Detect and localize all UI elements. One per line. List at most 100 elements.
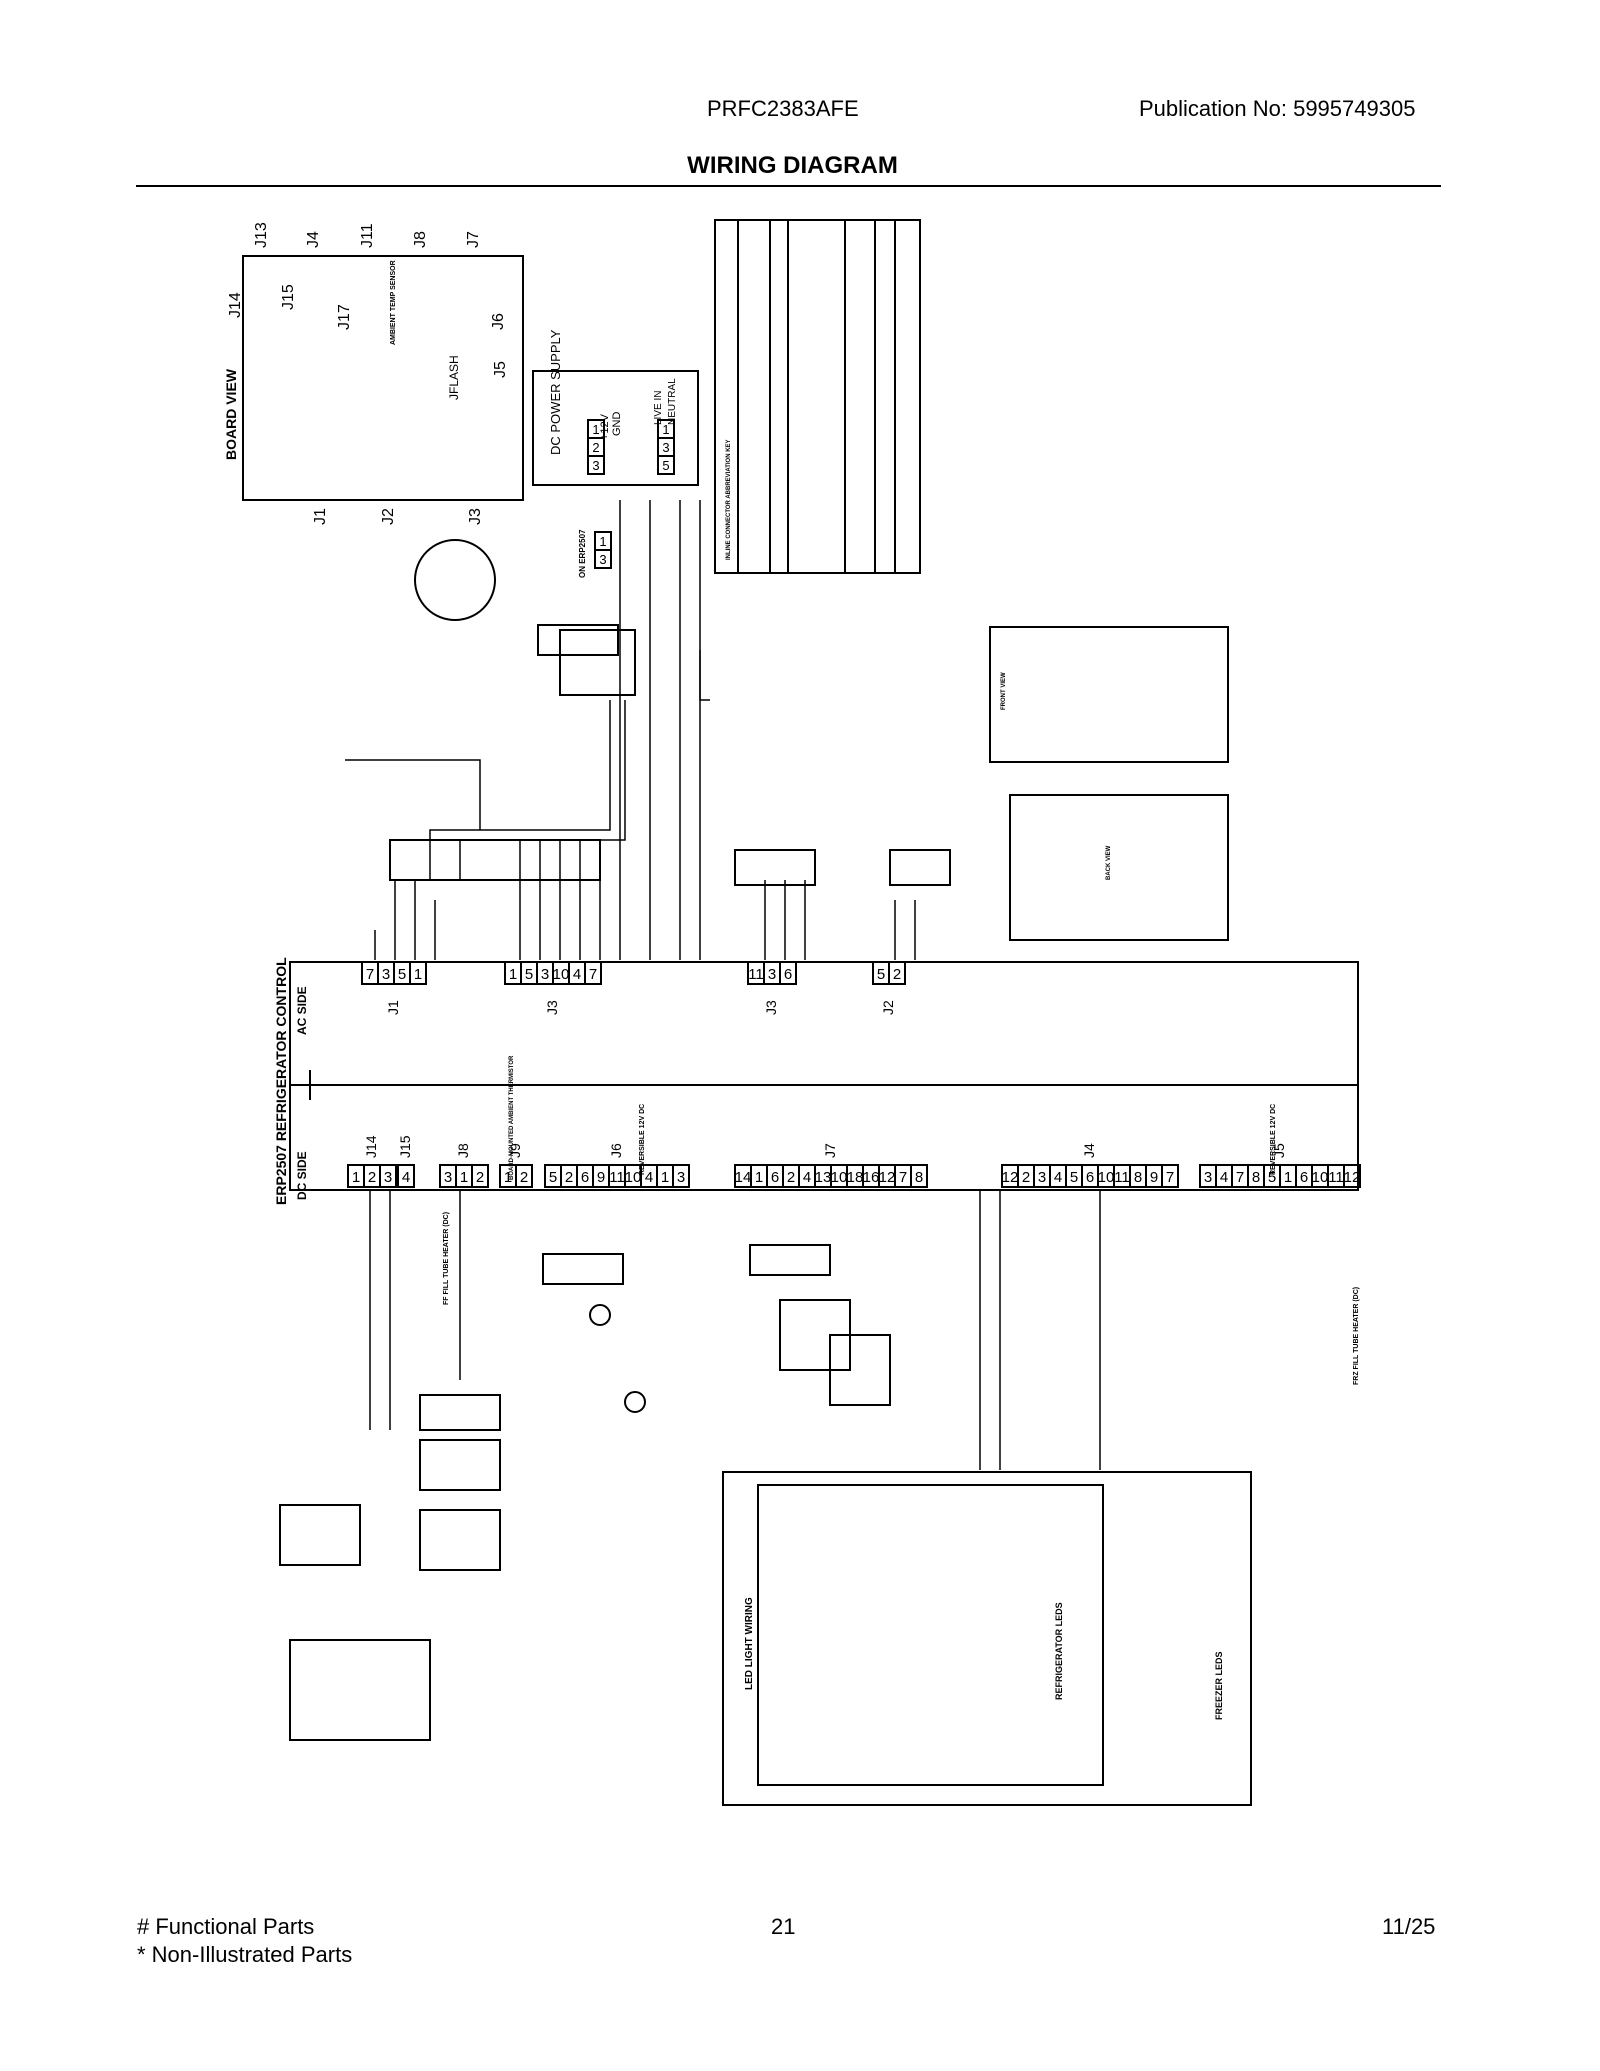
connector-pin-number: 6 [771,1169,779,1186]
front-view-label: FRONT VIEW [1001,672,1007,710]
connector-pin-number: 1 [504,1169,512,1186]
connector-label: J3 [544,1000,560,1015]
connector-pin-number: 4 [1220,1169,1228,1186]
led-inner-box [757,1484,1104,1786]
connector-pin-number: 3 [382,966,390,983]
connector-pin-number: 5 [398,966,406,983]
connector-pin-number: 10 [1098,1169,1115,1186]
on-erp-label: ON ERP2507 [578,529,587,578]
connector-pin-number: 4 [573,966,581,983]
model-number: PRFC2383AFE [707,96,859,121]
back-view-label: BACK VIEW [1106,845,1112,880]
connector-pin-number: 2 [520,1169,528,1186]
refrigerator-leds-label: REFRIGERATOR LEDS [1054,1602,1064,1700]
connector-pin-cell [379,1164,397,1188]
supply-pin-number: 3 [592,458,599,473]
key-title: INLINE CONNECTOR ABBREVIATION KEY [726,439,732,560]
j4-label: J4 [305,231,322,248]
connector-pin-number: 3 [677,1169,685,1186]
connector-pin-number: 1 [460,1169,468,1186]
live-in-label: LIVE IN [653,391,664,425]
connector-pin-cell [910,1164,928,1188]
connector-label: J1 [385,1000,401,1015]
dc-power-supply-label: DC POWER SUPPLY [548,329,563,455]
connector-pin-number: 8 [915,1169,923,1186]
connector-pin-number: 11 [748,966,764,983]
connector-pin-number: 5 [525,966,533,983]
connector-pin-number: 11 [1328,1169,1344,1186]
connector-pin-number: 1 [661,1169,669,1186]
supply-pin-number: 1 [592,422,599,437]
connector-label: J14 [363,1135,379,1158]
wiring-traces [345,500,1101,1470]
connector-pin-number: 10 [625,1169,642,1186]
page-number: 21 [771,1914,796,1939]
connector-pin-number: 3 [541,966,549,983]
connector-pin-number: 10 [831,1169,848,1186]
connector-pin-number: 1 [352,1169,360,1186]
supply-pin-cell [594,549,612,569]
connector-pin-number: 6 [581,1169,589,1186]
connector-pin-number: 1 [1284,1169,1292,1186]
connector-pin-number: 10 [553,966,570,983]
connector-pin-number: 11 [609,1169,625,1186]
jflash-label: JFLASH [447,355,461,400]
connector-pin-number: 5 [1070,1169,1078,1186]
connector-pin-number: 12 [1002,1169,1019,1186]
j13-label: J13 [253,222,270,248]
j15-label: J15 [280,284,297,310]
connector-pin-cell [672,1164,690,1188]
ac-side-label: AC SIDE [295,986,309,1035]
connector-pin-number: 1 [509,966,517,983]
connector-pin-number: 2 [1022,1169,1030,1186]
connector-pin-number: 4 [803,1169,811,1186]
connector-pin-number: 1 [414,966,422,983]
board-mounted-label: BOARD-MOUNTED AMBIENT THERMISTOR [509,1055,515,1180]
ambient-label: AMBIENT TEMP SENSOR [390,260,397,345]
control-title: ERP2507 REFRIGERATOR CONTROL [273,957,289,1205]
connector-pin-number: 8 [1252,1169,1260,1186]
front-view-panel [989,626,1229,763]
connector-pin-number: 4 [1054,1169,1062,1186]
j14-label: J14 [227,292,244,318]
supply-pin-cell [587,455,605,475]
j17-label: J17 [336,304,353,330]
connector-pin-number: 12 [879,1169,896,1186]
footer-non-illustrated-parts: * Non-Illustrated Parts [137,1942,353,1967]
dc-power-supply-box [532,370,699,486]
connector-pin-number: 7 [589,966,597,983]
connector-pin-number: 16 [863,1169,880,1186]
page-title: WIRING DIAGRAM [687,152,898,179]
connector-pin-number: 12 [1344,1169,1361,1186]
j1-label: J1 [312,508,329,525]
supply-pin-number: 5 [662,458,669,473]
supply-pin-number: 1 [662,422,669,437]
frz-fill-tube-label: FRZ FILL TUBE HEATER (DC) [1353,1287,1360,1385]
back-view-panel [1009,794,1229,941]
connector-pin-number: 3 [384,1169,392,1186]
connector-pin-number: 2 [565,1169,573,1186]
connector-pin-number: 7 [899,1169,907,1186]
component-blocks [279,539,951,1741]
dc-side-label: DC SIDE [295,1151,309,1200]
connector-pin-number: 1 [755,1169,763,1186]
connector-pin-number: 10 [1312,1169,1329,1186]
led-light-wiring-box [722,1471,1252,1806]
page-date: 11/25 [1382,1914,1436,1939]
led-light-wiring-label: LED LIGHT WIRING [744,1597,755,1690]
freezer-leds-label: FREEZER LEDS [1214,1651,1224,1720]
connector-pin-cell [779,961,797,985]
title-rule [136,185,1441,187]
connector-pin-number: 2 [787,1169,795,1186]
supply-pin-number: 3 [599,552,606,567]
connector-pin-number: 4 [645,1169,653,1186]
connector-pin-number: 6 [1300,1169,1308,1186]
connector-pin-number: 2 [893,966,901,983]
connector-pin-number: 5 [1268,1169,1276,1186]
connector-pin-number: 9 [597,1169,605,1186]
connector-label: J8 [455,1143,471,1158]
board-view-label: BOARD VIEW [223,368,239,460]
supply-pin-number: 1 [599,534,606,549]
